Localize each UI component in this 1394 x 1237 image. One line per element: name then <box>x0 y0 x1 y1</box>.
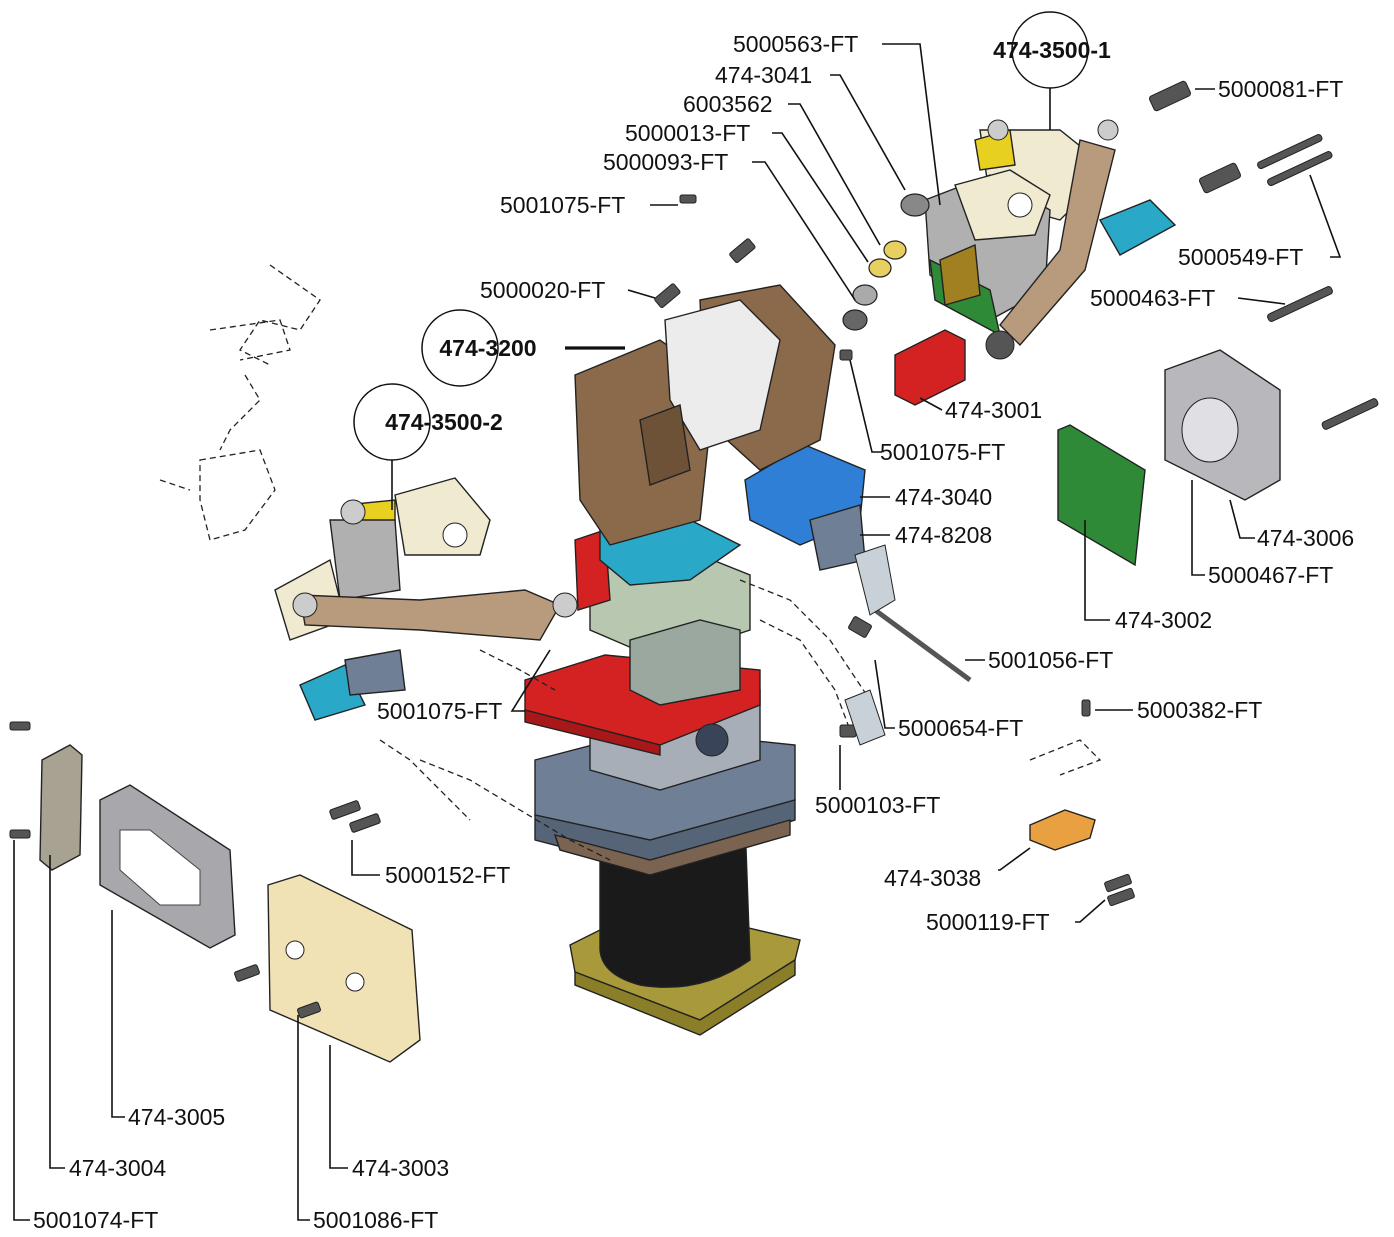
part-474-3004 <box>39 744 83 871</box>
left-arm-assembly-drawing <box>274 477 578 721</box>
callout-5001075-ft-mid: 5001075-FT <box>880 439 1005 465</box>
left-arm-link <box>299 589 561 641</box>
callout-6003562: 6003562 <box>683 91 773 117</box>
assembly-label-474-3200: 474-3200 <box>439 335 536 361</box>
callout-474-3001: 474-3001 <box>945 397 1042 423</box>
assembly-balloon-474-3500-1: 474-3500-1 <box>993 11 1111 130</box>
callout-5000654-ft: 5000654-FT <box>898 715 1023 741</box>
center-assembly-drawing <box>524 284 866 1036</box>
callout-5000563-ft: 5000563-FT <box>733 31 858 57</box>
callout-474-3006: 474-3006 <box>1257 525 1354 551</box>
callout-5000013-ft: 5000013-FT <box>625 120 750 146</box>
callout-5000467-ft: 5000467-FT <box>1208 562 1333 588</box>
callout-474-3041: 474-3041 <box>715 62 812 88</box>
part-474-3002 <box>1057 424 1146 567</box>
part-474-3038 <box>1029 809 1096 851</box>
callout-5000020-ft: 5000020-FT <box>480 277 605 303</box>
right-arm-assembly-drawing <box>924 119 1177 360</box>
callout-5000549-ft: 5000549-FT <box>1178 244 1303 270</box>
right-arm-link <box>999 139 1116 347</box>
loose-parts <box>9 80 1379 1063</box>
callout-474-3003: 474-3003 <box>352 1155 449 1181</box>
assembly-balloon-474-3200: 474-3200 <box>421 309 625 387</box>
callout-5001075-ft-top: 5001075-FT <box>500 192 625 218</box>
callout-5000382-ft: 5000382-FT <box>1137 697 1262 723</box>
callout-5000081-ft: 5000081-FT <box>1218 76 1343 102</box>
callout-5000119-ft: 5000119-FT <box>926 909 1050 935</box>
callout-5000093-ft: 5000093-FT <box>603 149 728 175</box>
callout-5000463-ft: 5000463-FT <box>1090 285 1215 311</box>
callout-474-8208: 474-8208 <box>895 522 992 548</box>
callout-474-3004: 474-3004 <box>69 1155 166 1181</box>
assembly-label-474-3500-2: 474-3500-2 <box>385 409 503 435</box>
callout-5000103-ft: 5000103-FT <box>815 792 940 818</box>
callout-5000152-ft: 5000152-FT <box>385 862 510 888</box>
callout-474-3002: 474-3002 <box>1115 607 1212 633</box>
callout-5001075-ft-low: 5001075-FT <box>377 698 502 724</box>
callout-labels: 5000563-FT 474-3041 6003562 5000013-FT 5… <box>33 31 1354 1233</box>
callout-474-3038: 474-3038 <box>884 865 981 891</box>
callout-474-3040: 474-3040 <box>895 484 992 510</box>
callout-5001074-ft: 5001074-FT <box>33 1207 158 1233</box>
callout-474-3005: 474-3005 <box>128 1104 225 1130</box>
assembly-balloon-474-3500-2: 474-3500-2 <box>353 383 503 510</box>
phantom-cabling <box>159 264 1102 861</box>
part-474-3001 <box>894 329 966 406</box>
callout-5001086-ft: 5001086-FT <box>313 1207 438 1233</box>
assembly-label-474-3500-1: 474-3500-1 <box>993 37 1111 63</box>
part-474-3003 <box>267 874 421 1063</box>
callout-leaders <box>13 43 1342 1221</box>
callout-5001056-ft: 5001056-FT <box>988 647 1113 673</box>
